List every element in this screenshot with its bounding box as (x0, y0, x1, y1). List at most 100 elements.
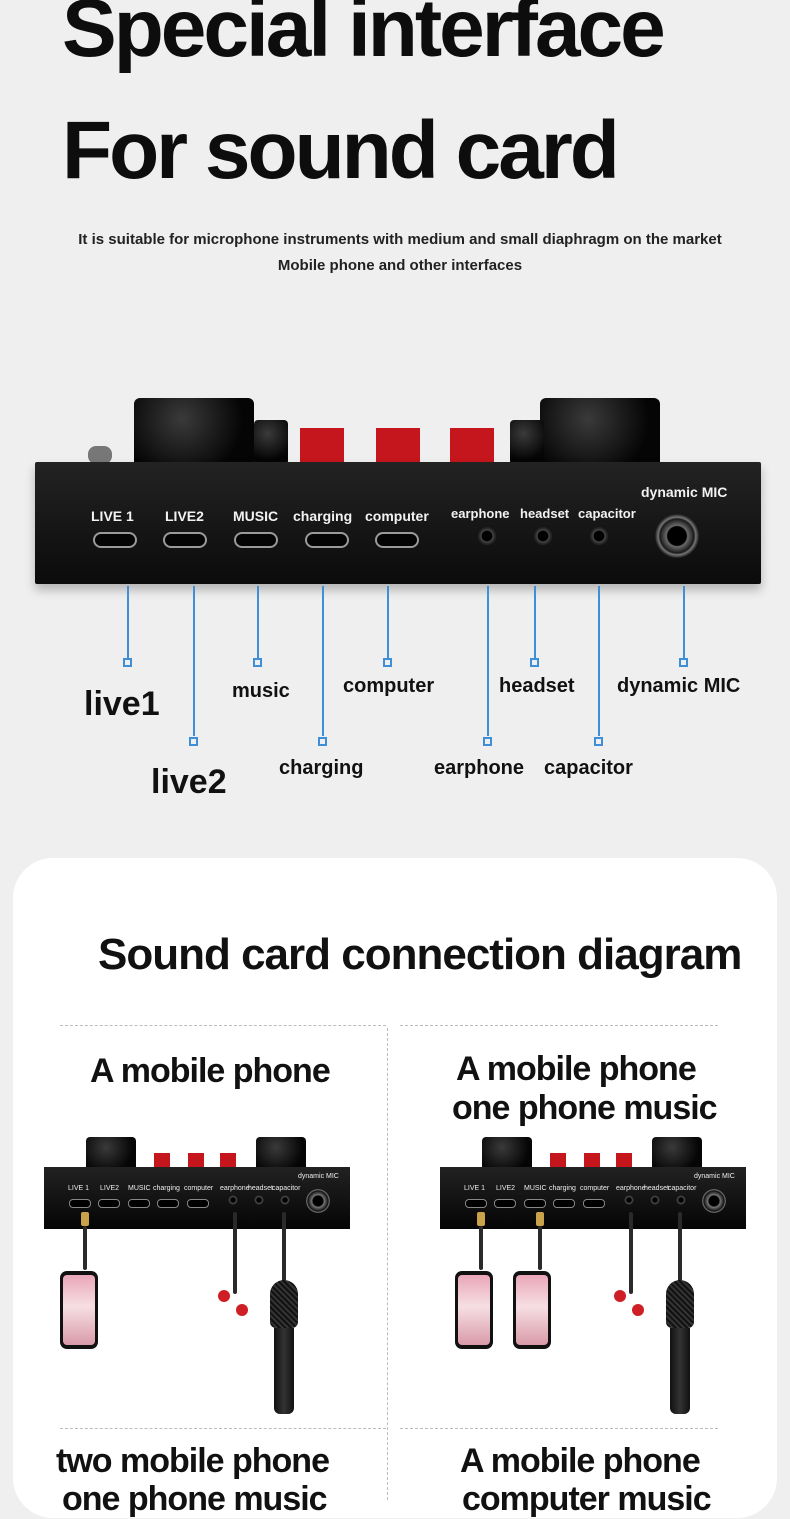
divider-top-right (400, 1025, 718, 1026)
phone-screen (458, 1275, 490, 1345)
mini-usb (465, 1199, 487, 1208)
callout-line-music (257, 586, 259, 658)
port-label-earphone: earphone (451, 506, 510, 521)
callout-line-live2 (193, 586, 195, 736)
port-label-dynamic-mic: dynamic MIC (641, 484, 728, 500)
callout-line-dynamic-mic (683, 586, 685, 658)
panel1-phone (60, 1271, 98, 1349)
callout-line-charging (322, 586, 324, 736)
panel2-device: LIVE 1 LIVE2 MUSIC charging computer ear… (440, 1137, 746, 1229)
phone-screen (516, 1275, 548, 1345)
callout-line-capacitor (598, 586, 600, 736)
callout-line-earphone (487, 586, 489, 736)
mic-head (666, 1280, 694, 1328)
callout-marker-earphone (483, 737, 492, 746)
panel2-usb-plug-2 (536, 1212, 544, 1226)
mini-usb (494, 1199, 516, 1208)
capacitor-jack (589, 526, 609, 546)
callout-line-live1 (127, 586, 129, 658)
callout-label-live2: live2 (151, 763, 227, 801)
callout-marker-computer (383, 658, 392, 667)
panel1-mic-cable (282, 1212, 286, 1282)
mini-usb (583, 1199, 605, 1208)
mini-label-earphone: earphone (220, 1185, 250, 1192)
callout-label-computer: computer (343, 675, 435, 697)
callout-label-dynamic-mic: dynamic MIC (617, 675, 741, 697)
mini-red-1 (154, 1153, 170, 1169)
mini-label-capacitor: capacitor (668, 1185, 697, 1192)
callout-marker-capacitor (594, 737, 603, 746)
panel2-title-line2: one phone music (452, 1089, 718, 1127)
mini-usb (157, 1199, 179, 1208)
right-fader-block (510, 420, 544, 465)
port-label-headset: headset (520, 506, 570, 521)
panel1-earbud-left (218, 1290, 230, 1302)
port-label-music: MUSIC (233, 508, 279, 524)
panel1-earbud-right (236, 1304, 248, 1316)
port-label-live2: LIVE2 (165, 508, 204, 524)
callout-label-live1: live1 (84, 685, 160, 723)
left-knob (134, 398, 254, 468)
mini-label-live2: LIVE2 (496, 1185, 516, 1192)
panel1-phone-cable (83, 1226, 87, 1270)
callout-marker-music (253, 658, 262, 667)
dynamic-mic-jack (655, 514, 699, 558)
usb-port-charging (305, 532, 349, 548)
mini-label-dynamic-mic: dynamic MIC (694, 1173, 735, 1180)
mini-jack (254, 1195, 264, 1205)
phone-screen (63, 1275, 95, 1345)
mini-label-computer: computer (580, 1185, 610, 1192)
divider-mid-left (60, 1428, 386, 1429)
mini-label-earphone: earphone (616, 1185, 646, 1192)
callout-line-computer (387, 586, 389, 658)
usb-port-live1 (93, 532, 137, 548)
panel2-phone2-cable (538, 1226, 542, 1270)
panel2-title-line1: A mobile phone (456, 1050, 697, 1088)
port-label-computer: computer (365, 508, 429, 524)
callout-marker-charging (318, 737, 327, 746)
panel1-earphone-cable (233, 1212, 237, 1294)
mini-dynamic-jack (702, 1189, 726, 1213)
panel2-phone-1 (455, 1271, 493, 1349)
mini-jack (650, 1195, 660, 1205)
mini-red-3 (616, 1153, 632, 1169)
mini-usb (98, 1199, 120, 1208)
toggle-screw (88, 446, 112, 464)
hero-title-line1: Special interface (62, 0, 666, 74)
mini-usb (128, 1199, 150, 1208)
callout-label-music: music (232, 680, 290, 702)
right-knob (540, 398, 660, 468)
mini-dynamic-jack (306, 1189, 330, 1213)
mini-red-1 (550, 1153, 566, 1169)
panel2-phone1-cable (479, 1226, 483, 1270)
mini-jack (228, 1195, 238, 1205)
panel2-earphone-cable (629, 1212, 633, 1294)
mini-jack (624, 1195, 634, 1205)
mini-label-headset: headset (248, 1185, 273, 1192)
panel2-usb-plug-1 (477, 1212, 485, 1226)
red-button-3 (450, 428, 494, 462)
callout-label-earphone: earphone (434, 757, 525, 779)
panel2-mic-cable (678, 1212, 682, 1282)
panel2-earbud-left (614, 1290, 626, 1302)
panel1-usb-plug (81, 1212, 89, 1226)
left-fader-block (254, 420, 288, 465)
usb-port-music (234, 532, 278, 548)
mini-device-body (44, 1167, 350, 1229)
panel3-title-line1: two mobile phone (56, 1442, 330, 1480)
mini-knob-right (652, 1137, 702, 1171)
mini-device-body (440, 1167, 746, 1229)
hero-title-line2: For sound card (62, 105, 620, 196)
callout-label-headset: headset (499, 675, 575, 697)
mic-handle (274, 1328, 294, 1414)
port-label-capacitor: capacitor (578, 506, 636, 521)
divider-vertical (387, 1028, 388, 1500)
mini-knob-left (86, 1137, 136, 1171)
mini-label-live1: LIVE 1 (68, 1185, 90, 1192)
usb-port-live2 (163, 532, 207, 548)
mini-knob-left (482, 1137, 532, 1171)
mini-usb (187, 1199, 209, 1208)
device-front-panel: LIVE 1 LIVE2 MUSIC charging computer ear… (35, 462, 761, 584)
mini-red-3 (220, 1153, 236, 1169)
mini-label-charging: charging (549, 1185, 576, 1192)
